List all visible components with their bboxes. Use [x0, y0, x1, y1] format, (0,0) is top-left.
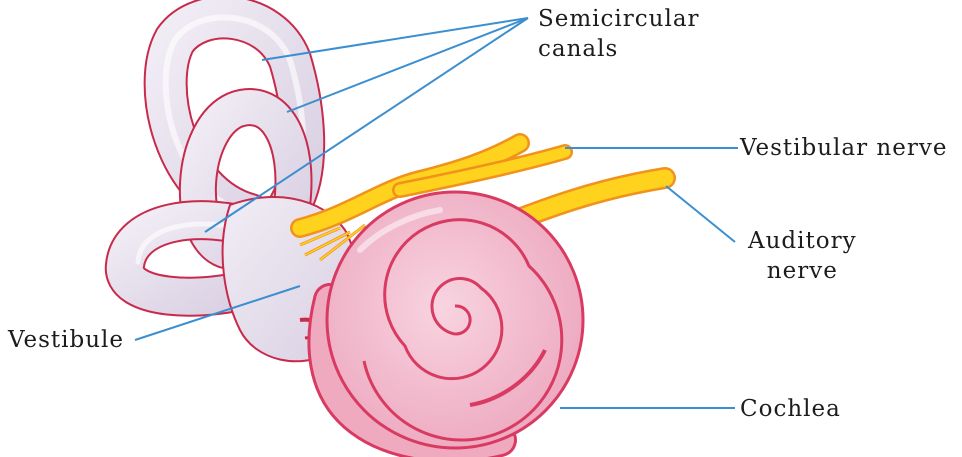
label-vestibular-nerve: Vestibular nerve: [740, 133, 947, 163]
label-auditory-line2: nerve: [748, 256, 857, 286]
label-auditory-nerve: Auditory nerve: [748, 226, 857, 286]
label-cochlea: Cochlea: [740, 394, 841, 424]
label-semicircular-line1: Semicircular: [538, 4, 700, 34]
leader-auditory-nerve: [666, 186, 735, 242]
label-vestibule: Vestibule: [8, 325, 124, 355]
label-semicircular-canals: Semicircular canals: [538, 4, 700, 64]
label-auditory-line1: Auditory: [748, 226, 857, 256]
cochlea-drawing: [324, 192, 583, 448]
label-semicircular-line2: canals: [538, 34, 700, 64]
